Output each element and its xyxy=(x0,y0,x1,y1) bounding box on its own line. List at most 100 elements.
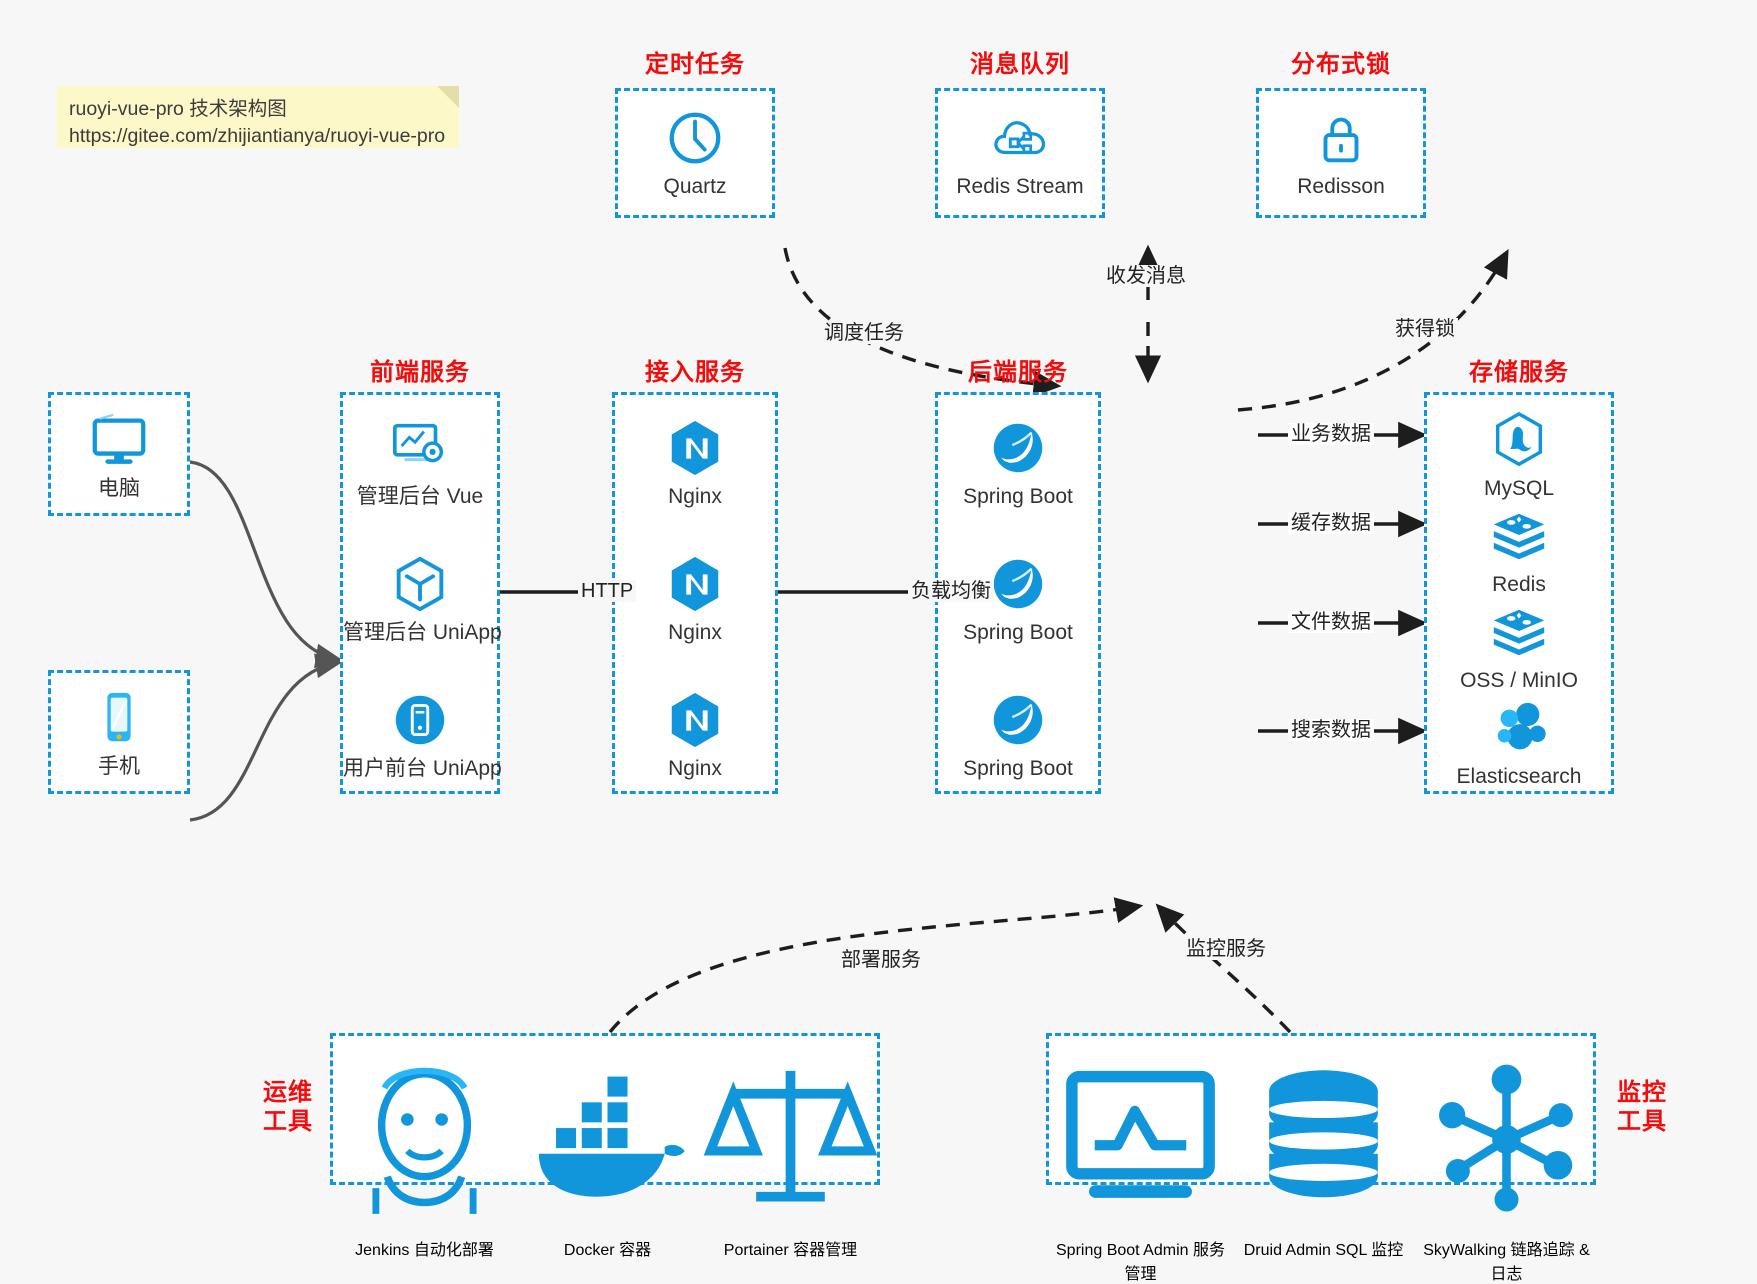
node-nginx-3[interactable]: Nginx xyxy=(615,689,775,782)
node-user-uniapp-label: 用户前台 UniApp xyxy=(343,757,502,780)
node-admin-vue-label: 管理后台 Vue xyxy=(356,485,484,508)
node-quartz[interactable]: Quartz xyxy=(618,107,772,200)
nginx-icon xyxy=(671,420,719,476)
docker-icon xyxy=(538,1076,685,1197)
node-pc-label: 电脑 xyxy=(98,477,140,500)
group-distributed-lock[interactable]: Redisson xyxy=(1256,88,1426,218)
node-admin-vue[interactable]: 管理后台 Vue xyxy=(343,417,497,510)
node-spring-boot-2[interactable]: Spring Boot xyxy=(938,553,1098,646)
clock-icon xyxy=(669,112,721,164)
group-scheduler[interactable]: Quartz xyxy=(615,88,775,218)
node-admin-uniapp-label: 管理后台 UniApp xyxy=(343,621,502,644)
redis-icon xyxy=(1493,513,1545,560)
node-jenkins[interactable]: Jenkins 自动化部署 xyxy=(333,1048,516,1260)
node-redis-stream-label: Redis Stream xyxy=(956,175,1084,198)
node-spring-boot-1[interactable]: Spring Boot xyxy=(938,417,1098,510)
padlock-icon xyxy=(1323,117,1359,163)
group-title-scheduler: 定时任务 xyxy=(645,51,745,78)
spring-boot-icon xyxy=(993,559,1043,609)
scales-icon xyxy=(703,1070,878,1202)
node-portainer-sublabel: 容器管理 xyxy=(793,1242,858,1259)
group-message-queue[interactable]: Redis Stream xyxy=(935,88,1105,218)
group-title-distributed-lock: 分布式锁 xyxy=(1291,51,1391,78)
node-skywalking[interactable]: SkyWalking 链路追踪 & 日志 xyxy=(1415,1048,1598,1284)
node-druid-admin-label: Druid Admin xyxy=(1243,1242,1331,1259)
node-redisson[interactable]: Redisson xyxy=(1259,107,1423,200)
monitoring-title-line-2: 工具 xyxy=(1617,1108,1667,1136)
elasticsearch-icon xyxy=(1497,702,1546,750)
spring-boot-icon xyxy=(993,423,1043,473)
edge-label-file-data: 文件数据 xyxy=(1288,611,1374,633)
node-nginx-2-label: Nginx xyxy=(668,621,722,644)
edge-label-schedule-task: 调度任务 xyxy=(821,322,907,344)
node-nginx-1[interactable]: Nginx xyxy=(615,417,775,510)
edge-label-send-receive-message: 收发消息 xyxy=(1103,265,1189,287)
architecture-diagram-canvas: ruoyi-vue-pro 技术架构图 https://gitee.com/zh… xyxy=(48,51,1672,1283)
node-redis-stream[interactable]: Redis Stream xyxy=(938,107,1102,200)
spring-boot-icon xyxy=(993,695,1043,745)
group-client-mobile[interactable]: 手机 xyxy=(48,670,190,794)
node-spring-boot-1-label: Spring Boot xyxy=(963,485,1073,508)
group-monitoring[interactable]: Spring Boot Admin 服务管理 Druid Admin SQL 监… xyxy=(1046,1033,1596,1283)
node-jenkins-label: Jenkins xyxy=(355,1242,410,1259)
edge-label-business-data: 业务数据 xyxy=(1288,423,1374,445)
group-title-backend: 后端服务 xyxy=(968,359,1068,386)
node-docker-sublabel: 容器 xyxy=(619,1242,652,1259)
devops-title-line-1: 运维 xyxy=(263,1079,313,1106)
node-docker-label: Docker xyxy=(563,1242,615,1259)
node-spring-boot-3[interactable]: Spring Boot xyxy=(938,689,1098,782)
jenkins-icon xyxy=(372,1067,477,1214)
group-gateway[interactable]: Nginx Nginx Nginx xyxy=(612,392,778,794)
nginx-icon xyxy=(671,556,719,612)
node-spring-boot-admin[interactable]: Spring Boot Admin 服务管理 xyxy=(1049,1048,1232,1284)
node-nginx-1-label: Nginx xyxy=(668,485,722,508)
monitoring-title-line-1: 监控 xyxy=(1617,1079,1667,1106)
monitor-chart-icon xyxy=(1066,1070,1215,1198)
node-mysql[interactable]: MySQL xyxy=(1427,409,1611,502)
node-spring-boot-3-label: Spring Boot xyxy=(963,757,1073,780)
group-frontend[interactable]: 管理后台 Vue 管理后台 UniApp 用户前台 UniApp xyxy=(340,392,502,794)
edge-label-load-balance: 负载均衡 xyxy=(908,580,994,602)
node-mysql-label: MySQL xyxy=(1483,477,1554,500)
node-oss-minio-label: OSS / MinIO xyxy=(1460,669,1578,692)
note-fold-corner xyxy=(437,86,459,108)
node-docker[interactable]: Docker 容器 xyxy=(516,1048,699,1260)
node-redisson-label: Redisson xyxy=(1297,175,1385,198)
node-elasticsearch-label: Elasticsearch xyxy=(1456,765,1582,788)
group-title-gateway: 接入服务 xyxy=(645,359,745,386)
node-mobile[interactable]: 手机 xyxy=(51,687,187,780)
node-nginx-3-label: Nginx xyxy=(668,757,722,780)
node-portainer[interactable]: Portainer 容器管理 xyxy=(699,1048,882,1260)
node-pc[interactable]: 电脑 xyxy=(51,409,187,502)
edge-label-http: HTTP xyxy=(578,580,637,602)
mobile-app-icon xyxy=(395,695,445,745)
node-oss-minio[interactable]: OSS / MinIO xyxy=(1427,601,1611,694)
node-spring-boot-admin-label: Spring Boot Admin xyxy=(1056,1242,1189,1259)
edge-label-deploy-service: 部署服务 xyxy=(838,949,924,971)
edge-label-search-data: 搜索数据 xyxy=(1288,719,1374,741)
cloud-stream-icon xyxy=(994,121,1046,155)
node-druid-admin[interactable]: Druid Admin SQL 监控 xyxy=(1232,1048,1415,1260)
node-admin-uniapp[interactable]: 管理后台 UniApp xyxy=(343,553,502,646)
database-icon xyxy=(1269,1070,1378,1198)
edge-label-monitor-service: 监控服务 xyxy=(1183,938,1269,960)
group-title-frontend: 前端服务 xyxy=(370,359,470,386)
node-elasticsearch[interactable]: Elasticsearch xyxy=(1427,697,1611,790)
node-jenkins-sublabel: 自动化部署 xyxy=(413,1242,494,1259)
mysql-icon xyxy=(1495,411,1543,467)
group-devops[interactable]: Jenkins 自动化部署 Docker 容器 xyxy=(330,1033,880,1259)
node-redis-label: Redis xyxy=(1492,573,1546,596)
desktop-computer-icon xyxy=(92,413,146,464)
cube-icon xyxy=(396,556,444,612)
node-nginx-2[interactable]: Nginx xyxy=(615,553,775,646)
node-mobile-label: 手机 xyxy=(98,755,140,778)
node-user-uniapp[interactable]: 用户前台 UniApp xyxy=(343,689,502,782)
group-client-pc[interactable]: 电脑 xyxy=(48,392,190,516)
group-title-monitoring: 监控 工具 xyxy=(1612,1078,1672,1137)
node-quartz-label: Quartz xyxy=(663,175,727,198)
dashboard-settings-icon xyxy=(392,423,444,463)
node-spring-boot-2-label: Spring Boot xyxy=(963,621,1073,644)
node-portainer-label: Portainer xyxy=(723,1242,789,1259)
group-storage[interactable]: MySQL Redis OSS / MinIO xyxy=(1424,392,1614,794)
node-redis[interactable]: Redis xyxy=(1427,505,1611,598)
